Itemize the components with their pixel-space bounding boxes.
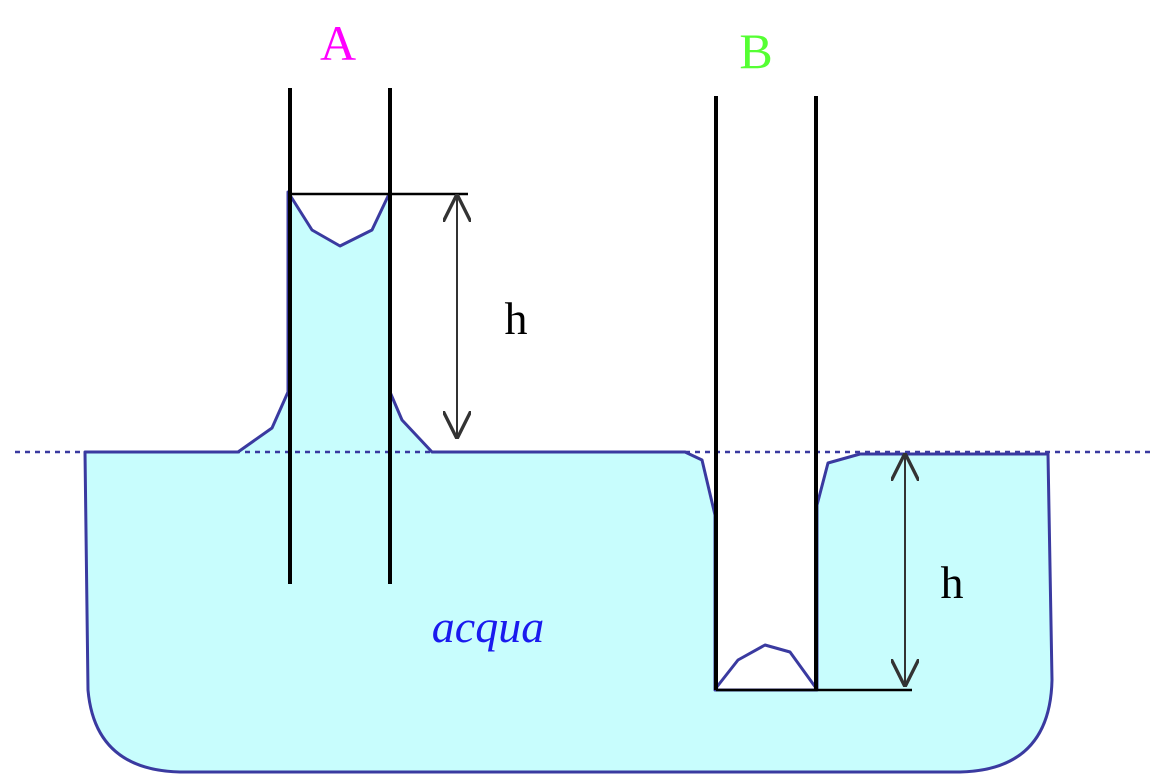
liquid-label: acqua — [432, 601, 544, 652]
tube-a-label: A — [320, 15, 356, 71]
water-body — [83, 190, 1054, 774]
tube-b-air — [716, 450, 816, 688]
height-b-label: h — [941, 557, 964, 608]
tube-b-label: B — [739, 23, 772, 79]
height-a-label: h — [505, 293, 528, 344]
tube-b-meniscus — [714, 643, 818, 689]
